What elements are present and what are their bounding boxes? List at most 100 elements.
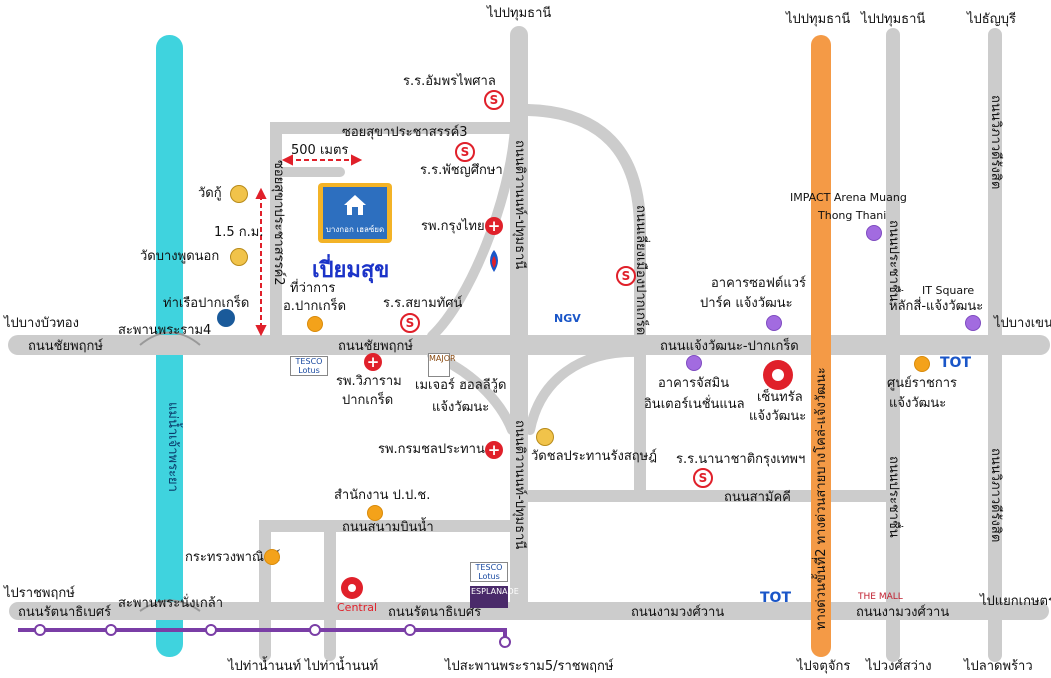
road-label-samakkhi: ถนนสามัคคี: [724, 490, 791, 505]
major-logo: MAJOR: [428, 353, 456, 377]
scale-marker-horizontal: [281, 154, 363, 166]
project-title: เปี่ยมสุข: [312, 258, 390, 283]
commerce-pin: [264, 549, 280, 565]
direction-tha-nam-non-1: ไปท่าน้ำนนท์: [228, 659, 302, 674]
road-label-soi-sukha3: ซอยสุขาประชาสรรค์3: [342, 125, 468, 140]
place-central-cw-1: เซ็นทรัล: [757, 390, 803, 405]
place-ocpb: สำนักงาน ป.ป.ช.: [334, 488, 431, 503]
tot-logo-right: TOT: [940, 355, 972, 371]
ocpb-pin: [367, 505, 383, 521]
tesco-lotus-logo-2: TESCO Lotus: [470, 562, 508, 582]
ngv-logo: NGV: [554, 312, 581, 325]
place-jasmine-2: อินเตอร์เนชั่นแนล: [644, 397, 745, 412]
place-school-phatchara: ร.ร.พัชญศึกษา: [420, 163, 503, 178]
road-label-ngam-wong-wan-2: ถนนงามวงศ์วาน: [856, 605, 950, 620]
hospital-icon: +: [485, 441, 503, 459]
tot-logo-bottom: TOT: [760, 590, 792, 606]
place-school-nana: ร.ร.นานาชาติกรุงเทพฯ: [676, 452, 806, 467]
direction-ratchaphruek: ไปราชพฤกษ์: [4, 586, 75, 601]
road-label-ngam-wong-wan-1: ถนนงามวงศ์วาน: [631, 605, 725, 620]
place-it-square-2: หลักสี่-แจ้งวัฒนะ: [889, 299, 984, 314]
direction-pathum-center: ไปปทุมธานี: [487, 6, 552, 21]
place-jasmine-1: อาคารจัสมิน: [658, 376, 730, 391]
temple-icon: [230, 185, 248, 203]
hospital-icon: +: [485, 217, 503, 235]
place-hospital-vibharam-1: รพ.วิภาราม: [336, 374, 402, 389]
school-icon: S: [616, 266, 636, 286]
place-wat-bang-phut: วัดบางพูดนอก: [140, 249, 220, 264]
road-label-vibhavadi-lower: ถนนวิภาวดีรังสิต: [988, 448, 1003, 543]
jasmine-pin: [686, 355, 702, 371]
road-ramp-nw: [427, 123, 520, 341]
impact-pin: [866, 225, 882, 241]
place-major-1: เมเจอร์ ฮอลลีวู้ด: [415, 378, 507, 393]
school-icon: S: [484, 90, 504, 110]
direction-bang-bua-thong: ไปบางบัวทอง: [4, 316, 79, 331]
project-badge-text: บางกอก เฮลซ์ยด: [325, 225, 385, 234]
road-label-tiwanon-upper: ถนนติวานนท์-ปทุมธานี: [512, 140, 527, 270]
road-label-tiwanon-lower: ถนนติวานนท์-ปทุมธานี: [512, 420, 527, 550]
metro-purple-line: [18, 624, 511, 648]
bridge-label-rama4: สะพานพระราม4: [118, 323, 212, 338]
place-hospital-krungthai: รพ.กรุงไทย: [421, 219, 485, 234]
temple-icon: [536, 428, 554, 446]
project-marker[interactable]: บางกอก เฮลซ์ยด: [318, 183, 392, 243]
bridge-label-nonthaburi: สะพานพระนั่งเกล้า: [118, 596, 224, 611]
direction-wong-sawang: ไปวงศ์สว่าง: [866, 659, 932, 674]
district-office-pin: [307, 316, 323, 332]
direction-pathum-right: ไปปทุมธานี: [861, 12, 926, 27]
direction-pathum-mid: ไปปทุมธานี: [786, 12, 851, 27]
scale-label-horizontal: 500 เมตร: [291, 143, 349, 158]
it-square-pin: [965, 315, 981, 331]
school-icon: S: [693, 468, 713, 488]
place-gov-center-2: แจ้งวัฒนะ: [889, 396, 947, 411]
temple-icon: [230, 248, 248, 266]
direction-bang-khen: ไปบางเขน: [994, 316, 1051, 331]
road-label-prachachuen-lower: ถนนประชาชื่น: [886, 456, 901, 538]
direction-yaek-kaset: ไปแยกเกษตร: [980, 594, 1051, 609]
school-icon: S: [455, 142, 475, 162]
place-wat-ku: วัดกู้: [198, 186, 222, 201]
place-hospital-chon: รพ.กรมชลประทาน: [378, 442, 485, 457]
road-label-chaengwattana: ถนนแจ้งวัฒนะ-ปากเกร็ด: [660, 339, 799, 354]
road-label-vibhavadi-upper: ถนนวิภาวดีรังสิต: [988, 95, 1003, 190]
place-software-park-2: ปาร์ค แจ้งวัฒนะ: [700, 296, 793, 311]
place-school-amphorn: ร.ร.อัมพรไพศาล: [403, 74, 496, 89]
the-mall-logo: THE MALL: [858, 592, 903, 602]
road-label-lieng-mueang: ถนนเลี่ยงเมืองปากเกร็ด: [633, 205, 648, 336]
road-ramp-se: [525, 346, 645, 435]
gov-center-pin: [914, 356, 930, 372]
house-icon: [344, 195, 366, 215]
place-impact-1: IMPACT Arena Muang: [790, 191, 907, 204]
esplanade-logo: ESPLANADE: [470, 586, 519, 608]
expressway: [811, 35, 831, 657]
school-icon: S: [400, 313, 420, 333]
place-software-park-1: อาคารซอฟต์แวร์: [711, 276, 807, 291]
road-label-chaiyaphruek-left: ถนนชัยพฤกษ์: [28, 339, 103, 354]
central-logo-icon: [341, 577, 363, 599]
place-gov-center-1: ศูนย์ราชการ: [887, 376, 958, 391]
hospital-icon: +: [364, 353, 382, 371]
road-soi-sukha3: [270, 122, 516, 341]
place-pier: ท่าเรือปากเกร็ด: [163, 296, 250, 311]
software-park-pin: [766, 315, 782, 331]
central-chaengwattana-icon: [763, 360, 793, 390]
road-sanam-bin-nam: [259, 520, 516, 617]
place-district-office-2: อ.ปากเกร็ด: [283, 299, 347, 314]
direction-thanyaburi: ไปธัญบุรี: [967, 12, 1017, 27]
roads: [8, 26, 1050, 662]
scale-marker-vertical: [255, 187, 267, 337]
place-central-cw-2: แจ้งวัฒนะ: [749, 409, 807, 424]
place-commerce: กระทรวงพาณิชย์: [185, 550, 281, 565]
bridge-rama4: [139, 331, 201, 346]
direction-chatuchak: ไปจตุจักร: [797, 659, 851, 674]
scale-label-vertical: 1.5 ก.ม.: [214, 225, 264, 240]
place-impact-2: Thong Thani: [818, 209, 887, 222]
place-school-siam: ร.ร.สยามทัศน์: [383, 296, 463, 311]
road-label-soi-sukha2: ซอยสุขาประชาสรรค์2: [271, 160, 286, 286]
place-major-2: แจ้งวัฒนะ: [432, 400, 490, 415]
road-label-expressway: ทางด่วนขั้นที่2 ทางด่วนสายบางโคล่-แจ้งวั…: [814, 367, 829, 630]
place-it-square-1: IT Square: [922, 284, 975, 297]
direction-lat-phrao: ไปลาดพร้าว: [964, 659, 1033, 674]
